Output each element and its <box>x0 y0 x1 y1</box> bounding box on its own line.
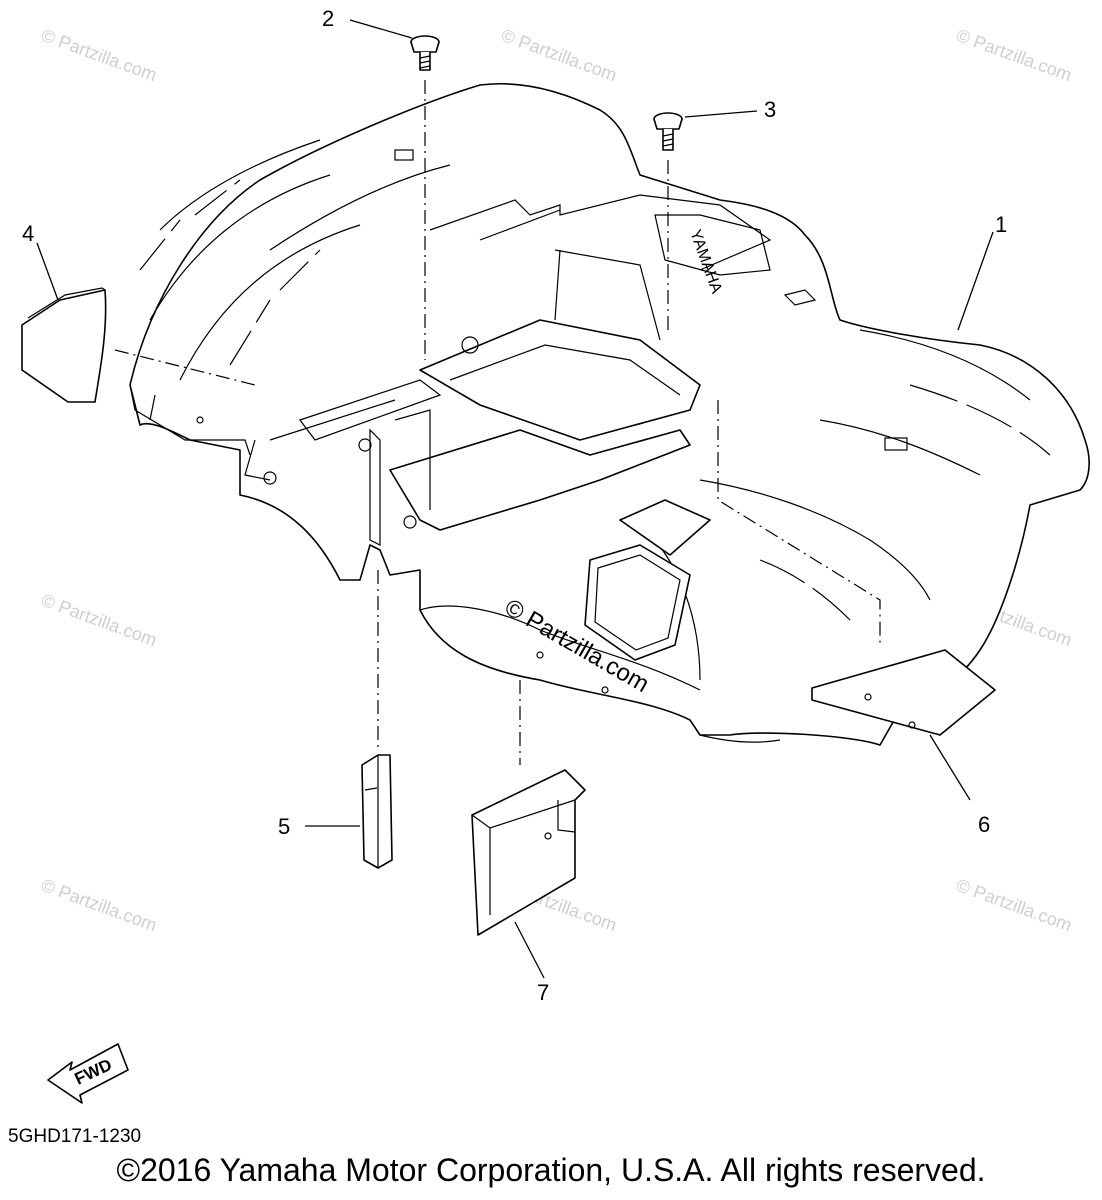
plate-6[interactable] <box>811 649 996 736</box>
left-protector-4[interactable] <box>21 287 107 403</box>
callout-4[interactable]: 4 <box>22 221 34 246</box>
callout-1[interactable]: 1 <box>995 212 1007 237</box>
fwd-arrow-icon: FWD <box>47 1043 129 1104</box>
callout-5[interactable]: 5 <box>278 814 290 839</box>
assembly-lines <box>114 80 881 765</box>
bolt-2[interactable] <box>410 35 440 71</box>
callout-2[interactable]: 2 <box>322 6 334 31</box>
mount-tab <box>394 149 414 161</box>
callout-7[interactable]: 7 <box>537 980 549 1005</box>
leader-lines <box>36 19 994 979</box>
rear-fender[interactable]: YAMAHA © Partzilla.com <box>129 82 1090 746</box>
cover-5[interactable] <box>361 754 393 869</box>
watermark: © Partzilla.com <box>499 25 620 85</box>
callout-6[interactable]: 6 <box>978 812 990 837</box>
bolt-3[interactable] <box>653 112 683 151</box>
watermark: © Partzilla.com <box>954 25 1075 85</box>
drawing-code: 5GHD171-1230 <box>8 1126 142 1147</box>
copyright-notice: ©2016 Yamaha Motor Corporation, U.S.A. A… <box>116 1152 986 1188</box>
watermark: © Partzilla.com <box>39 25 160 85</box>
guard-7[interactable] <box>471 769 586 936</box>
callout-3[interactable]: 3 <box>764 97 776 122</box>
mount-tab <box>884 437 908 451</box>
watermark: © Partzilla.com <box>954 875 1075 935</box>
callouts: 2 3 4 1 5 6 7 <box>22 6 1007 1005</box>
watermark: © Partzilla.com <box>39 875 160 935</box>
watermark: © Partzilla.com <box>39 590 160 650</box>
